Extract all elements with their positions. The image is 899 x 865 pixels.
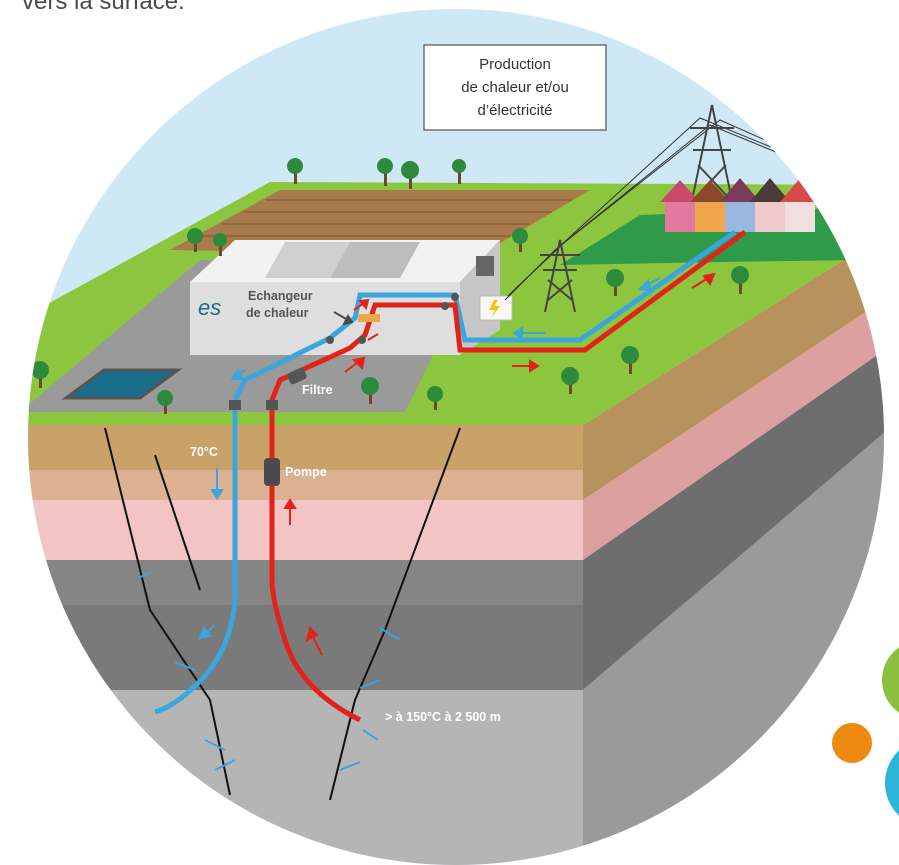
lightning-icon [489,300,500,318]
tree-icon [187,228,203,252]
side-pink [583,290,884,560]
label-temp-cold: 70°C [190,445,218,459]
building-front [190,282,460,355]
junction [451,293,459,301]
logo-es-icon: es [198,295,221,320]
fractures [137,571,401,771]
arrow-icon [283,272,716,656]
front-soil [28,425,583,470]
house-icon [660,180,700,232]
plowed-field [170,190,590,255]
side-soil [583,225,884,500]
tree-icon [561,367,579,394]
cold-pipe [154,229,737,715]
arrow-icon [198,277,661,640]
vent [476,256,494,276]
filter-unit [287,367,307,385]
label-temp-hot: > à 150°C à 2 500 m [385,710,501,724]
tree-icon [512,228,528,252]
house-icon [720,178,760,232]
tree-icon [621,346,639,374]
accent-dot-cyan [885,750,899,816]
pump-unit [264,458,280,486]
tree-icon [377,158,393,186]
label-echangeur: Echangeur de chaleur [246,289,313,320]
house-row [660,178,820,232]
tree-icon [452,159,466,184]
label-filtre: Filtre [302,383,333,397]
accent-dot-orange [832,723,872,763]
house-icon [750,178,790,232]
arrow-icon [333,311,354,326]
side-rock-1 [583,340,884,690]
echangeur-line-2: de chaleur [246,306,309,320]
top-caption: vers la surface. [22,0,185,15]
tree-icon [401,161,419,189]
tree-icon [213,233,227,256]
trees [31,158,749,414]
field-furrows [200,199,572,237]
accent-dot-green [882,647,899,713]
tree-icon [427,386,443,410]
tree-icon [606,269,624,296]
production-line-2: de chaleur et/ou [461,79,569,96]
valve-hot [266,400,278,410]
tree-icon [157,390,173,414]
pylon-icon [540,239,580,313]
production-box: Production de chaleur et/ou d’électricit… [423,44,607,131]
tree-icon [361,377,379,404]
junction [326,336,334,344]
tree-icon [287,158,303,184]
hot-pipe [269,229,747,723]
junction [441,302,449,310]
front-rock-1b [28,605,583,690]
water-pool [61,368,183,400]
junction [358,336,366,344]
skylight-2 [330,242,420,278]
production-line-3: d’électricité [477,102,552,119]
echangeur-line-1: Echangeur [248,289,313,303]
label-pompe: Pompe [285,465,327,479]
skylight-1 [265,242,350,278]
production-line-1: Production [479,56,551,73]
valve-cold [229,400,241,410]
tree-icon [731,266,749,294]
tree-icon [31,361,49,388]
house-icon [690,180,730,232]
front-sand [28,470,583,500]
heat-exchanger [358,314,380,322]
